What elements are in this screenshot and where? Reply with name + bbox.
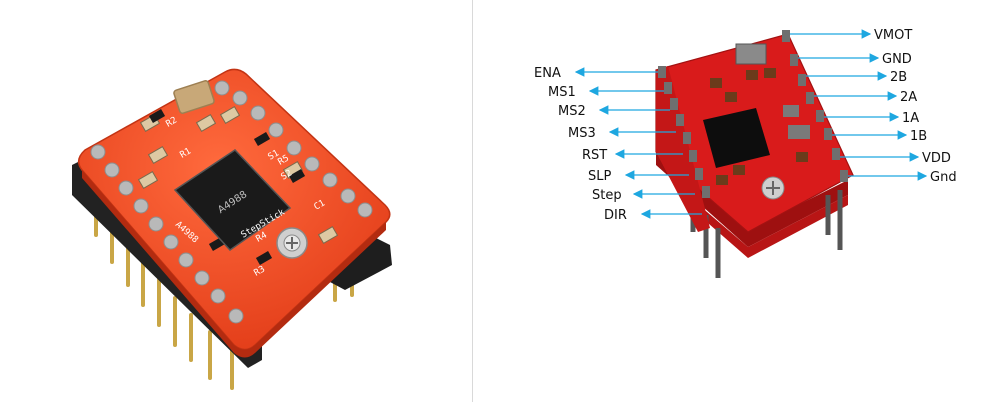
pin-label-gnd: GND (882, 52, 912, 67)
pin-label-2b: 2B (890, 70, 907, 85)
pin-label-ms3: MS3 (568, 126, 596, 141)
pin-label-2a: 2A (900, 90, 917, 105)
potentiometer-3d (762, 177, 784, 199)
pin-label-ms1: MS1 (548, 85, 576, 100)
pin-label-1a: 1A (902, 111, 919, 126)
pinout-diagram: ENA MS1 MS2 MS3 RST SLP Step DIR VMOT GN… (478, 0, 987, 402)
pin-label-1b: 1B (910, 129, 927, 144)
pin-label-step: Step (592, 188, 622, 203)
pin-label-ms2: MS2 (558, 104, 586, 119)
pin-label-ena: ENA (534, 66, 561, 81)
pin-label-slp: SLP (588, 169, 611, 184)
pin-label-dir: DIR (604, 208, 627, 223)
left-pin-labels: ENA MS1 MS2 MS3 RST SLP Step DIR (534, 66, 627, 223)
pin-label-rst: RST (582, 148, 607, 163)
pin-label-gnd-lower: Gnd (930, 170, 957, 185)
pin-label-vdd: VDD (922, 151, 951, 166)
module-photo: A4988 R2 R1 S1 S2 C1 A4988 StepStick R3 … (0, 0, 472, 402)
right-pin-labels: VMOT GND 2B 2A 1A 1B VDD Gnd (874, 28, 957, 185)
potentiometer (277, 228, 307, 258)
pin-label-vmot: VMOT (874, 28, 912, 43)
panel-divider (472, 0, 473, 402)
